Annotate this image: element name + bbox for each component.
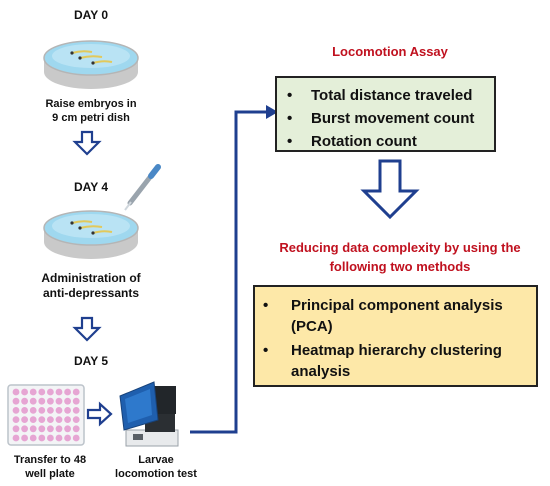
well	[12, 434, 20, 442]
reducing-line1: Reducing data complexity by using the	[279, 240, 521, 255]
metric-text: Rotation count	[311, 133, 417, 150]
metric-text: Total distance traveled	[311, 87, 473, 104]
well	[38, 407, 46, 414]
well	[29, 407, 37, 414]
day5-label: DAY 5	[73, 354, 109, 368]
raise-line1: Raise embryos in	[45, 98, 137, 110]
well	[72, 425, 80, 433]
admin-line2: anti-depressants	[42, 286, 140, 300]
down-arrow-icon	[72, 316, 102, 342]
petri-dish-icon	[43, 40, 139, 89]
method-text: Principal component analysis	[291, 297, 503, 314]
well	[29, 388, 37, 396]
well	[47, 397, 54, 405]
embryo-icon	[70, 50, 113, 65]
well	[47, 388, 54, 396]
list-item: •Burst movement count	[287, 110, 475, 127]
methods-list: • Principal component analysis (PCA) • H…	[263, 295, 536, 382]
reducing-complexity-text: Reducing data complexity by using the fo…	[255, 238, 545, 276]
embryo-icon	[70, 220, 113, 235]
assay-metrics-list: •Total distance traveled •Burst movement…	[287, 84, 494, 153]
assay-title: Locomotion Assay	[332, 44, 448, 59]
well	[55, 407, 63, 414]
well	[55, 388, 63, 396]
well	[72, 388, 80, 396]
metric-text: Burst movement count	[311, 110, 475, 127]
well	[38, 397, 46, 405]
raise-embryos-label: Raise embryos in 9 cm petri dish	[18, 98, 164, 126]
well	[38, 434, 46, 442]
well	[72, 416, 80, 423]
method-text: Heatmap hierarchy clustering	[291, 342, 502, 359]
well	[55, 397, 63, 405]
well	[21, 388, 28, 396]
well	[64, 416, 71, 423]
day4-label: DAY 4	[73, 180, 109, 194]
well	[29, 416, 37, 423]
well	[47, 434, 54, 442]
well	[29, 434, 37, 442]
down-arrow-icon	[72, 130, 102, 156]
well	[12, 388, 20, 396]
well	[64, 434, 71, 442]
list-item: •Total distance traveled	[287, 87, 473, 104]
transfer-line2: well plate	[25, 467, 75, 480]
well	[38, 425, 46, 433]
well	[12, 407, 20, 414]
list-item: • Heatmap hierarchy clustering analysis	[263, 340, 536, 382]
well	[64, 407, 71, 414]
well	[64, 397, 71, 405]
well	[72, 434, 80, 442]
transfer-label: Transfer to 48 well plate	[6, 454, 94, 482]
well-plate-icon	[7, 384, 85, 446]
methods-box: • Principal component analysis (PCA) • H…	[253, 285, 538, 387]
larvae-line2: locomotion test	[115, 467, 197, 480]
day0-label: DAY 0	[73, 8, 109, 22]
admin-line1: Administration of	[41, 271, 141, 285]
well	[72, 397, 80, 405]
well	[55, 416, 63, 423]
well	[21, 397, 28, 405]
well	[47, 407, 54, 414]
well	[21, 425, 28, 433]
well	[64, 425, 71, 433]
well	[12, 425, 20, 433]
well	[21, 434, 28, 442]
list-item: • Principal component analysis (PCA)	[263, 295, 536, 337]
larvae-label: Larvae locomotion test	[106, 454, 206, 482]
pipette-icon	[124, 164, 161, 211]
assay-metrics-box: •Total distance traveled •Burst movement…	[275, 76, 496, 152]
locomotion-device-icon	[119, 381, 179, 447]
raise-line2: 9 cm petri dish	[52, 111, 130, 124]
method-text: (PCA)	[291, 318, 333, 335]
connector-arrow	[190, 105, 278, 434]
well	[38, 388, 46, 396]
well	[12, 416, 20, 423]
big-down-arrow-icon	[360, 159, 420, 220]
well	[55, 425, 63, 433]
well	[12, 397, 20, 405]
well	[72, 407, 80, 414]
reducing-line2: following two methods	[329, 259, 471, 274]
right-arrow-icon	[86, 401, 113, 427]
well	[55, 434, 63, 442]
transfer-line1: Transfer to 48	[13, 454, 87, 466]
administration-label: Administration of anti-depressants	[18, 271, 164, 301]
well	[38, 416, 46, 423]
well	[64, 388, 71, 396]
well	[47, 425, 54, 433]
well	[29, 425, 37, 433]
well	[21, 416, 28, 423]
list-item: •Rotation count	[287, 133, 417, 150]
larvae-line1: Larvae	[138, 454, 174, 466]
petri-dish-icon	[43, 210, 139, 259]
well	[21, 407, 28, 414]
method-text: analysis	[291, 363, 351, 380]
well	[29, 397, 37, 405]
well	[47, 416, 54, 423]
